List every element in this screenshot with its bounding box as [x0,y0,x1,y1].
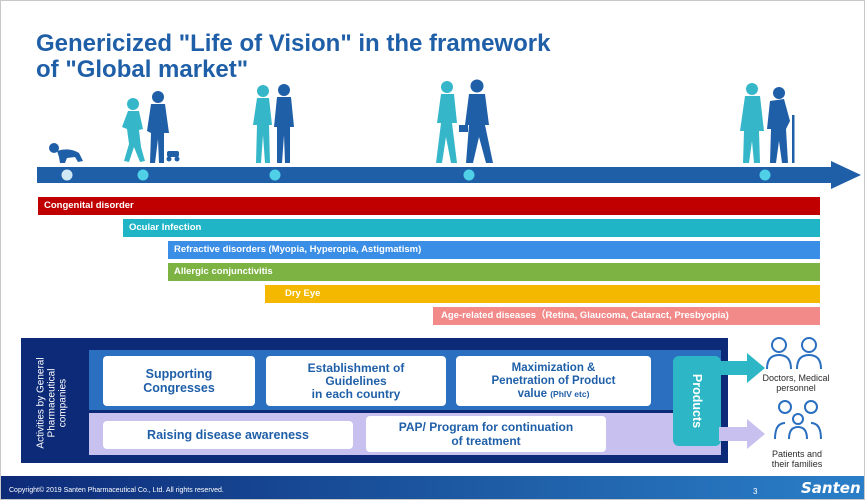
arrow-to-doctors-icon [719,353,765,383]
products-box: Products [673,356,721,446]
timeline-dot-elderly [759,169,771,181]
santen-logo: Santen [801,479,861,497]
doctors-icon [766,337,822,370]
slide-title: Genericized "Life of Vision" in the fram… [36,31,736,83]
page-number: 3 [753,487,758,496]
elderly-couple-icon [740,83,795,163]
footer-bar: Copyright© 2019 Santen Pharmaceutical Co… [1,476,864,499]
pap-program-box: PAP/ Program for continuation of treatme… [366,416,606,452]
teenager-couple-icon [253,84,294,163]
bar-ocular-infection: Ocular Infection [123,219,820,237]
activities-side-label: Activities by General Pharmaceutical com… [35,357,69,449]
copyright-text: Copyright© 2019 Santen Pharmaceutical Co… [9,487,224,494]
timeline-arrowhead [831,161,861,189]
title-line-1: Genericized "Life of Vision" in the fram… [36,30,551,57]
supporting-congresses-box: Supporting Congresses [103,356,255,406]
working-adults-icon [436,79,493,163]
title-line-2: of "Global market" [36,56,249,83]
timeline-dot-child [137,169,149,181]
baby-icon [49,143,83,163]
timeline-arrow [37,161,861,189]
bar-dry-eye: Dry Eye [265,285,820,303]
timeline-dot-infant [61,169,73,181]
bar-allergic-conjunctivitis: Allergic conjunctivitis [168,263,820,281]
bar-age-related-diseases: Age-related diseases（Retina, Glaucoma, C… [433,307,820,325]
timeline-shaft [37,167,833,183]
timeline-dot-adult [463,169,475,181]
activities-panel: Activities by General Pharmaceutical com… [21,338,728,463]
disease-awareness-box: Raising disease awareness [103,421,353,449]
patients-label: Patients and their families [771,449,823,469]
arrow-to-patients-icon [719,419,765,449]
doctors-label: Doctors, Medical personnel [762,373,830,393]
bar-refractive-disorders: Refractive disorders (Myopia, Hyperopia,… [168,241,820,259]
timeline-dot-teen [269,169,281,181]
product-value-box: Maximization & Penetration of Product va… [456,356,651,406]
patients-icon [774,400,822,440]
child-with-parent-icon [122,91,180,163]
bar-congenital-disorder: Congenital disorder [38,197,820,215]
guidelines-box: Establishment of Guidelines in each coun… [266,356,446,406]
